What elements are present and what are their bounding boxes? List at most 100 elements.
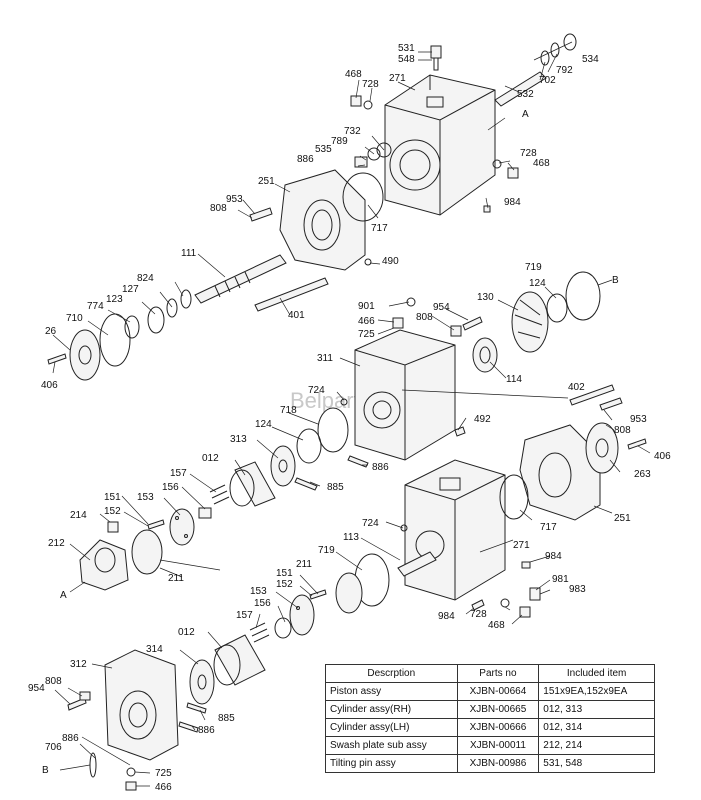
table-row: Piston assy XJBN-00664 151x9EA,152x9EA xyxy=(325,682,655,701)
callout-label: 724 xyxy=(308,385,325,396)
bolt-406-lower xyxy=(627,438,647,450)
callout-label: 271 xyxy=(513,540,530,551)
cell-parts-no: XJBN-00666 xyxy=(456,718,540,737)
cell-parts-no: XJBN-00665 xyxy=(456,700,540,719)
callout-label: 123 xyxy=(106,294,123,305)
callout-label: 732 xyxy=(344,126,361,137)
callout-label: 151 xyxy=(276,568,293,579)
callout-label: 124 xyxy=(529,278,546,289)
callout-label: 312 xyxy=(70,659,87,670)
nut-808-lower xyxy=(79,691,91,701)
callout-label: 724 xyxy=(362,518,379,529)
callout-label: 114 xyxy=(506,374,522,385)
callout-label: 466 xyxy=(358,316,375,327)
o-ring-717-lower xyxy=(499,474,529,520)
pin-885-mid xyxy=(294,477,318,491)
bolt-954-lower xyxy=(67,697,87,711)
callout-label: 156 xyxy=(162,482,179,493)
callout-label: 012 xyxy=(178,627,195,638)
o-ring-719-top xyxy=(565,271,601,321)
callout-label: 717 xyxy=(540,522,557,533)
callout-label: 212 xyxy=(48,538,65,549)
table-header-row: Descrption Parts no Included item xyxy=(325,664,655,683)
callout-label: 702 xyxy=(539,75,556,86)
plug-724-mid xyxy=(340,398,348,406)
callout-label: 725 xyxy=(155,768,172,779)
seal-789 xyxy=(367,147,381,161)
callout-label: 153 xyxy=(137,492,154,503)
leader-lines xyxy=(52,41,651,787)
callout-label: 901 xyxy=(358,301,375,312)
callout-label: 954 xyxy=(433,302,450,313)
valve-plate-251-upper xyxy=(279,169,366,271)
cell-parts-no: XJBN-00011 xyxy=(456,736,540,755)
callout-label: 157 xyxy=(170,468,187,479)
callout-label: 468 xyxy=(345,69,362,80)
o-ring-710 xyxy=(99,313,131,367)
callout-label: 706 xyxy=(45,742,62,753)
callout-label: 953 xyxy=(226,194,243,205)
callout-label: 401 xyxy=(288,310,305,321)
swash-plate-212 xyxy=(79,539,129,591)
cylinder-012-mid xyxy=(229,461,276,507)
pin-214 xyxy=(107,521,119,533)
bolt-954 xyxy=(462,316,483,331)
callout-label: 728 xyxy=(362,79,379,90)
callout-label: 885 xyxy=(218,713,235,724)
table-row: Cylinder assy(LH) XJBN-00666 012, 314 xyxy=(325,718,655,737)
seal-774 xyxy=(124,315,140,339)
cell-description: Cylinder assy(LH) xyxy=(325,718,458,737)
callout-label: B xyxy=(612,275,619,286)
callout-label: 313 xyxy=(230,434,247,445)
callout-label: 886 xyxy=(62,733,79,744)
callout-label: 111 xyxy=(181,248,197,259)
callout-label: 271 xyxy=(389,73,406,84)
upper-housing-271 xyxy=(384,74,496,216)
middle-housing-311 xyxy=(354,329,456,461)
callout-label: 311 xyxy=(317,353,333,364)
callout-label: 984 xyxy=(438,611,455,622)
cell-included-item: 012, 313 xyxy=(538,700,655,719)
callout-label: 157 xyxy=(236,610,253,621)
cell-included-item: 531, 548 xyxy=(538,754,655,773)
bearing-124-top xyxy=(546,293,568,323)
lower-housing-312 xyxy=(104,649,179,761)
plug-468-lower xyxy=(519,606,531,618)
plate-211-lower xyxy=(335,572,363,614)
callout-label: 152 xyxy=(276,579,293,590)
callout-label: 214 xyxy=(70,510,87,521)
column-header-parts-no: Parts no xyxy=(456,664,540,683)
callout-label: 824 xyxy=(137,273,154,284)
retainer-153-lower xyxy=(289,594,315,636)
pin-885-lower xyxy=(186,702,207,714)
callout-label: 406 xyxy=(41,380,58,391)
callout-label: 953 xyxy=(630,414,647,425)
callout-label: 886 xyxy=(372,462,389,473)
bracket-981 xyxy=(529,587,541,601)
column-header-description: Descrption xyxy=(325,664,458,683)
bolt-953-lower xyxy=(599,397,623,411)
callout-label: 710 xyxy=(66,313,83,324)
o-ring-718 xyxy=(317,407,349,453)
cell-description: Cylinder assy(RH) xyxy=(325,700,458,719)
callout-label: 152 xyxy=(104,506,121,517)
callout-label: 532 xyxy=(517,89,534,100)
callout-label: 728 xyxy=(520,148,537,159)
callout-label: 886 xyxy=(297,154,314,165)
callout-label: 535 xyxy=(315,144,332,155)
drive-shaft-111 xyxy=(194,254,287,304)
shoe-152 xyxy=(147,519,165,530)
callout-label: 490 xyxy=(382,256,399,267)
callout-label: 127 xyxy=(122,284,139,295)
piston-156 xyxy=(198,507,212,519)
callout-label: 468 xyxy=(488,620,505,631)
callout-label: 402 xyxy=(568,382,585,393)
gear-114 xyxy=(472,337,498,373)
plug-468 xyxy=(350,95,519,213)
callout-label: 774 xyxy=(87,301,104,312)
pin-886-lower xyxy=(178,721,199,733)
plate-314 xyxy=(189,659,215,705)
callout-label: 984 xyxy=(545,551,562,562)
valve-plate-251-lower xyxy=(519,424,601,521)
